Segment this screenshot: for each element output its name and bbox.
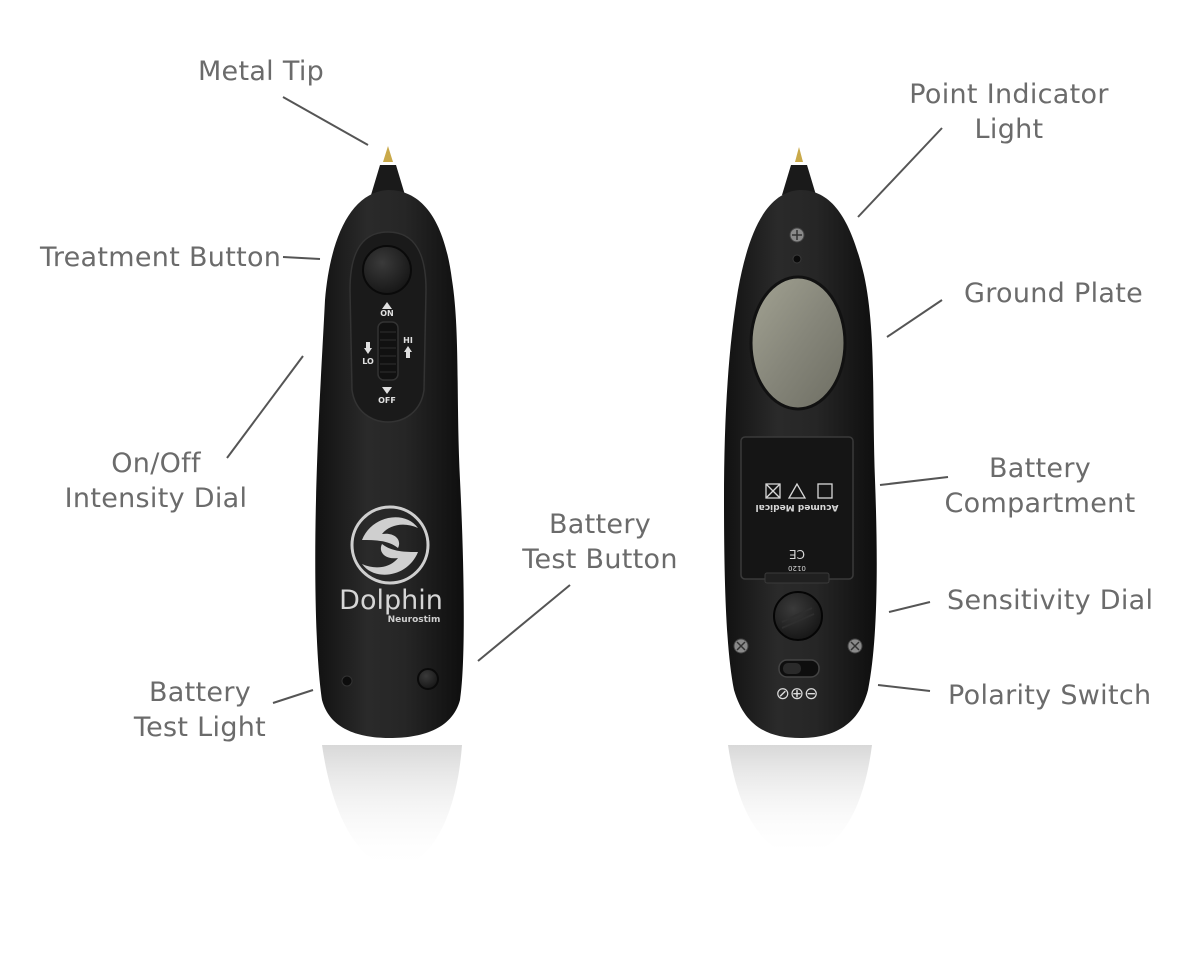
- back-device: 0120 CE Acumed Medical ⊘⊕⊖: [724, 147, 877, 858]
- label-metal-tip-text: Metal Tip: [197, 56, 325, 87]
- label-battery-test-button-line2: Test Button: [522, 544, 678, 575]
- polarity-symbols: ⊘⊕⊖: [776, 684, 819, 704]
- hi-arrow-icon: [404, 346, 412, 358]
- label-intensity-dial-line2: Intensity Dial: [64, 483, 248, 514]
- compartment-markings: 0120 CE Acumed Medical: [756, 502, 839, 572]
- front-metal-tip: [383, 146, 393, 162]
- label-battery-compartment: Battery Compartment: [940, 451, 1140, 521]
- point-indicator-light: [792, 254, 802, 264]
- label-ground-plate-text: Ground Plate: [964, 278, 1144, 309]
- intensity-dial[interactable]: [377, 321, 399, 381]
- label-treatment-button: Treatment Button: [40, 240, 281, 275]
- leader-sensitivity-dial: [888, 601, 931, 613]
- leader-intensity-dial: [226, 355, 304, 459]
- compartment-code: 0120: [788, 564, 806, 572]
- dolphin-logo-icon: [350, 505, 430, 585]
- label-battery-test-button-line1: Battery: [548, 509, 652, 540]
- label-battery-test-light-line2: Test Light: [133, 712, 267, 743]
- front-tip-cone: [371, 165, 405, 195]
- label-metal-tip: Metal Tip: [186, 54, 336, 89]
- leader-lines: [226, 96, 949, 704]
- front-device-reflection: [322, 745, 462, 870]
- label-sensitivity-dial: Sensitivity Dial: [947, 583, 1153, 618]
- treatment-button[interactable]: [362, 245, 412, 295]
- off-arrow-icon: [382, 387, 392, 394]
- battery-test-light: [341, 675, 353, 687]
- label-point-indicator-line2: Light: [974, 114, 1044, 145]
- label-intensity-dial-line1: On/Off: [111, 448, 201, 479]
- label-polarity-switch: Polarity Switch: [948, 678, 1151, 713]
- company-name: Acumed Medical: [756, 502, 839, 512]
- label-point-indicator-light: Point Indicator Light: [906, 77, 1112, 147]
- dial-mark-off: OFF: [378, 396, 396, 405]
- brand-name: Dolphin: [339, 585, 443, 616]
- ground-plate: [749, 275, 847, 411]
- leader-battery-compartment: [879, 476, 949, 486]
- leader-treatment-button: [282, 256, 321, 260]
- compartment-latch: [764, 572, 830, 584]
- lo-arrow-icon: [364, 342, 372, 354]
- leader-ground-plate: [886, 299, 943, 338]
- sensitivity-dial[interactable]: [773, 591, 823, 641]
- dial-mark-on: ON: [380, 309, 394, 318]
- battery-test-button[interactable]: [417, 668, 439, 690]
- label-battery-compartment-line2: Compartment: [944, 488, 1136, 519]
- label-battery-test-light-line1: Battery: [148, 677, 252, 708]
- brand-subname: Neurostim: [388, 615, 441, 625]
- leader-battery-test-light: [272, 689, 314, 704]
- leader-metal-tip: [282, 96, 369, 146]
- label-point-indicator-line1: Point Indicator: [909, 79, 1109, 110]
- label-battery-compartment-line1: Battery: [988, 453, 1092, 484]
- leader-polarity-switch: [877, 684, 931, 692]
- ce-mark: CE: [789, 547, 805, 561]
- leader-point-indicator: [857, 127, 943, 218]
- label-treatment-button-text: Treatment Button: [40, 242, 282, 273]
- label-battery-test-light: Battery Test Light: [125, 675, 275, 745]
- back-tip-cone: [782, 165, 816, 195]
- compartment-symbols-icon: [765, 482, 833, 499]
- label-intensity-dial: On/Off Intensity Dial: [56, 446, 256, 516]
- dial-mark-hi: HI: [403, 336, 413, 345]
- back-device-reflection: [728, 745, 872, 858]
- on-arrow-icon: [382, 302, 392, 309]
- label-polarity-switch-text: Polarity Switch: [948, 680, 1152, 711]
- front-device: ON OFF LO HI Dolphin Neurostim: [315, 146, 464, 870]
- leader-battery-test-button: [477, 584, 571, 662]
- label-sensitivity-dial-text: Sensitivity Dial: [947, 585, 1154, 616]
- label-battery-test-button: Battery Test Button: [515, 507, 685, 577]
- label-ground-plate: Ground Plate: [964, 276, 1143, 311]
- dial-mark-lo: LO: [362, 357, 374, 366]
- back-metal-tip: [795, 147, 803, 162]
